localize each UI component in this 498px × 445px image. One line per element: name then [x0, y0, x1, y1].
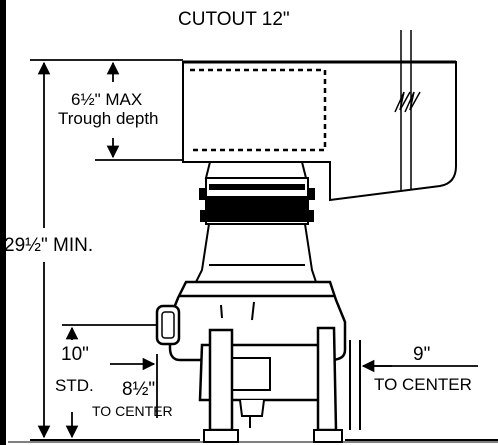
disposer-hopper — [194, 223, 318, 283]
inlet-height-std-label: STD. — [55, 376, 94, 395]
inlet-height-label: 10" — [61, 344, 89, 365]
inlet-offset-caption: TO CENTER — [92, 403, 173, 419]
sink-trough — [182, 30, 457, 202]
overall-height-label: 29½" MIN. — [4, 235, 94, 256]
floor-line — [8, 439, 498, 443]
side-inlet — [155, 304, 181, 346]
cutout-label: CUTOUT 12" — [178, 9, 290, 30]
dimension-lines — [30, 59, 478, 439]
outlet-offset-label: 9" — [413, 344, 431, 365]
trough-depth-caption: Trough depth — [58, 109, 159, 128]
mounting-ring — [199, 177, 315, 225]
outlet-offset-caption: TO CENTER — [374, 375, 472, 394]
left-border-bar — [0, 0, 6, 445]
sink-flange — [204, 161, 308, 179]
inlet-offset-label: 8½" — [122, 379, 156, 400]
discharge-pipes — [203, 326, 361, 443]
trough-depth-value: 6½" MAX — [71, 90, 143, 109]
